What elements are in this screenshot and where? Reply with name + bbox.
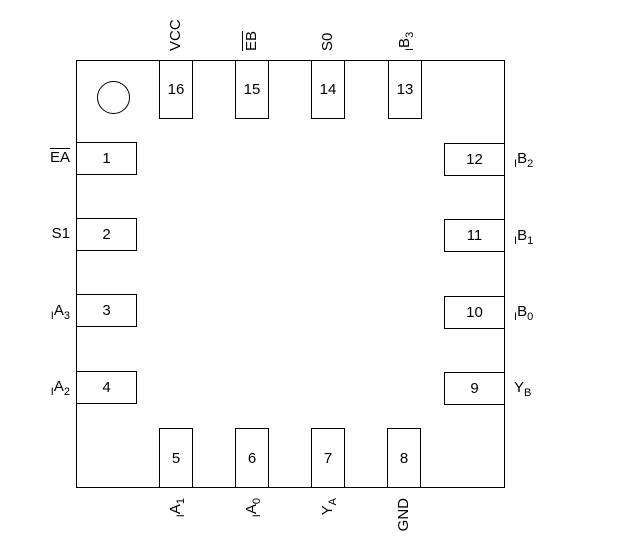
pin-9-label: YB bbox=[514, 379, 532, 399]
pin-1-box: 1 bbox=[76, 142, 137, 175]
pin-5-number: 5 bbox=[171, 449, 181, 467]
pin-4-box: 4 bbox=[76, 371, 137, 404]
pin-11-number: 11 bbox=[466, 227, 483, 244]
pin-3-label: IA3 bbox=[50, 302, 70, 322]
pin-16-label: VCC bbox=[167, 19, 184, 51]
pin-7-label: YA bbox=[319, 498, 339, 516]
pin-8-label: GND bbox=[395, 498, 412, 532]
pin-7-number: 7 bbox=[323, 449, 333, 467]
pin-15-number: 15 bbox=[243, 81, 261, 98]
pin1-indicator-circle bbox=[97, 81, 130, 114]
pin-14-label: S0 bbox=[319, 32, 336, 51]
pin-11-label: IB1 bbox=[514, 227, 534, 247]
pin-11-box: 11 bbox=[444, 219, 505, 252]
pin-16-number: 16 bbox=[167, 81, 185, 98]
pin-2-number: 2 bbox=[102, 226, 111, 243]
pin-2-label: S1 bbox=[51, 225, 70, 242]
pin-3-number: 3 bbox=[102, 302, 111, 319]
pin-13-label: IB3 bbox=[396, 31, 416, 51]
pin-10-number: 10 bbox=[466, 304, 483, 321]
pin-5-label: IA1 bbox=[167, 498, 187, 518]
pin-1-label: EA bbox=[49, 148, 70, 166]
pin-12-box: 12 bbox=[444, 143, 505, 176]
pin-15-label: EB bbox=[242, 30, 260, 51]
pin-9-number: 9 bbox=[470, 380, 479, 397]
pin-5-box: 5 bbox=[159, 428, 193, 488]
pin-13-number: 13 bbox=[396, 81, 414, 98]
pin-12-label: IB2 bbox=[514, 150, 534, 170]
pin-4-label: IA2 bbox=[50, 378, 70, 398]
pin-6-box: 6 bbox=[235, 428, 269, 488]
pin-3-box: 3 bbox=[76, 294, 137, 327]
pin-14-box: 14 bbox=[311, 60, 345, 119]
pin-13-box: 13 bbox=[388, 60, 422, 119]
pin-10-label: IB0 bbox=[514, 303, 534, 323]
pin-10-box: 10 bbox=[444, 296, 505, 329]
pin-2-box: 2 bbox=[76, 218, 137, 251]
pin-14-number: 14 bbox=[319, 81, 337, 98]
pin-1-number: 1 bbox=[102, 150, 111, 167]
pin-15-box: 15 bbox=[235, 60, 269, 119]
pin-9-box: 9 bbox=[444, 372, 505, 405]
pin-8-box: 8 bbox=[387, 428, 421, 488]
pin-7-box: 7 bbox=[311, 428, 345, 488]
chip-body-outline bbox=[76, 60, 505, 488]
pin-12-number: 12 bbox=[466, 151, 483, 168]
pin-6-label: IA0 bbox=[243, 498, 263, 518]
pin-4-number: 4 bbox=[102, 379, 111, 396]
pin-8-number: 8 bbox=[399, 449, 409, 467]
pin-6-number: 6 bbox=[247, 449, 257, 467]
pin-16-box: 16 bbox=[159, 60, 193, 119]
